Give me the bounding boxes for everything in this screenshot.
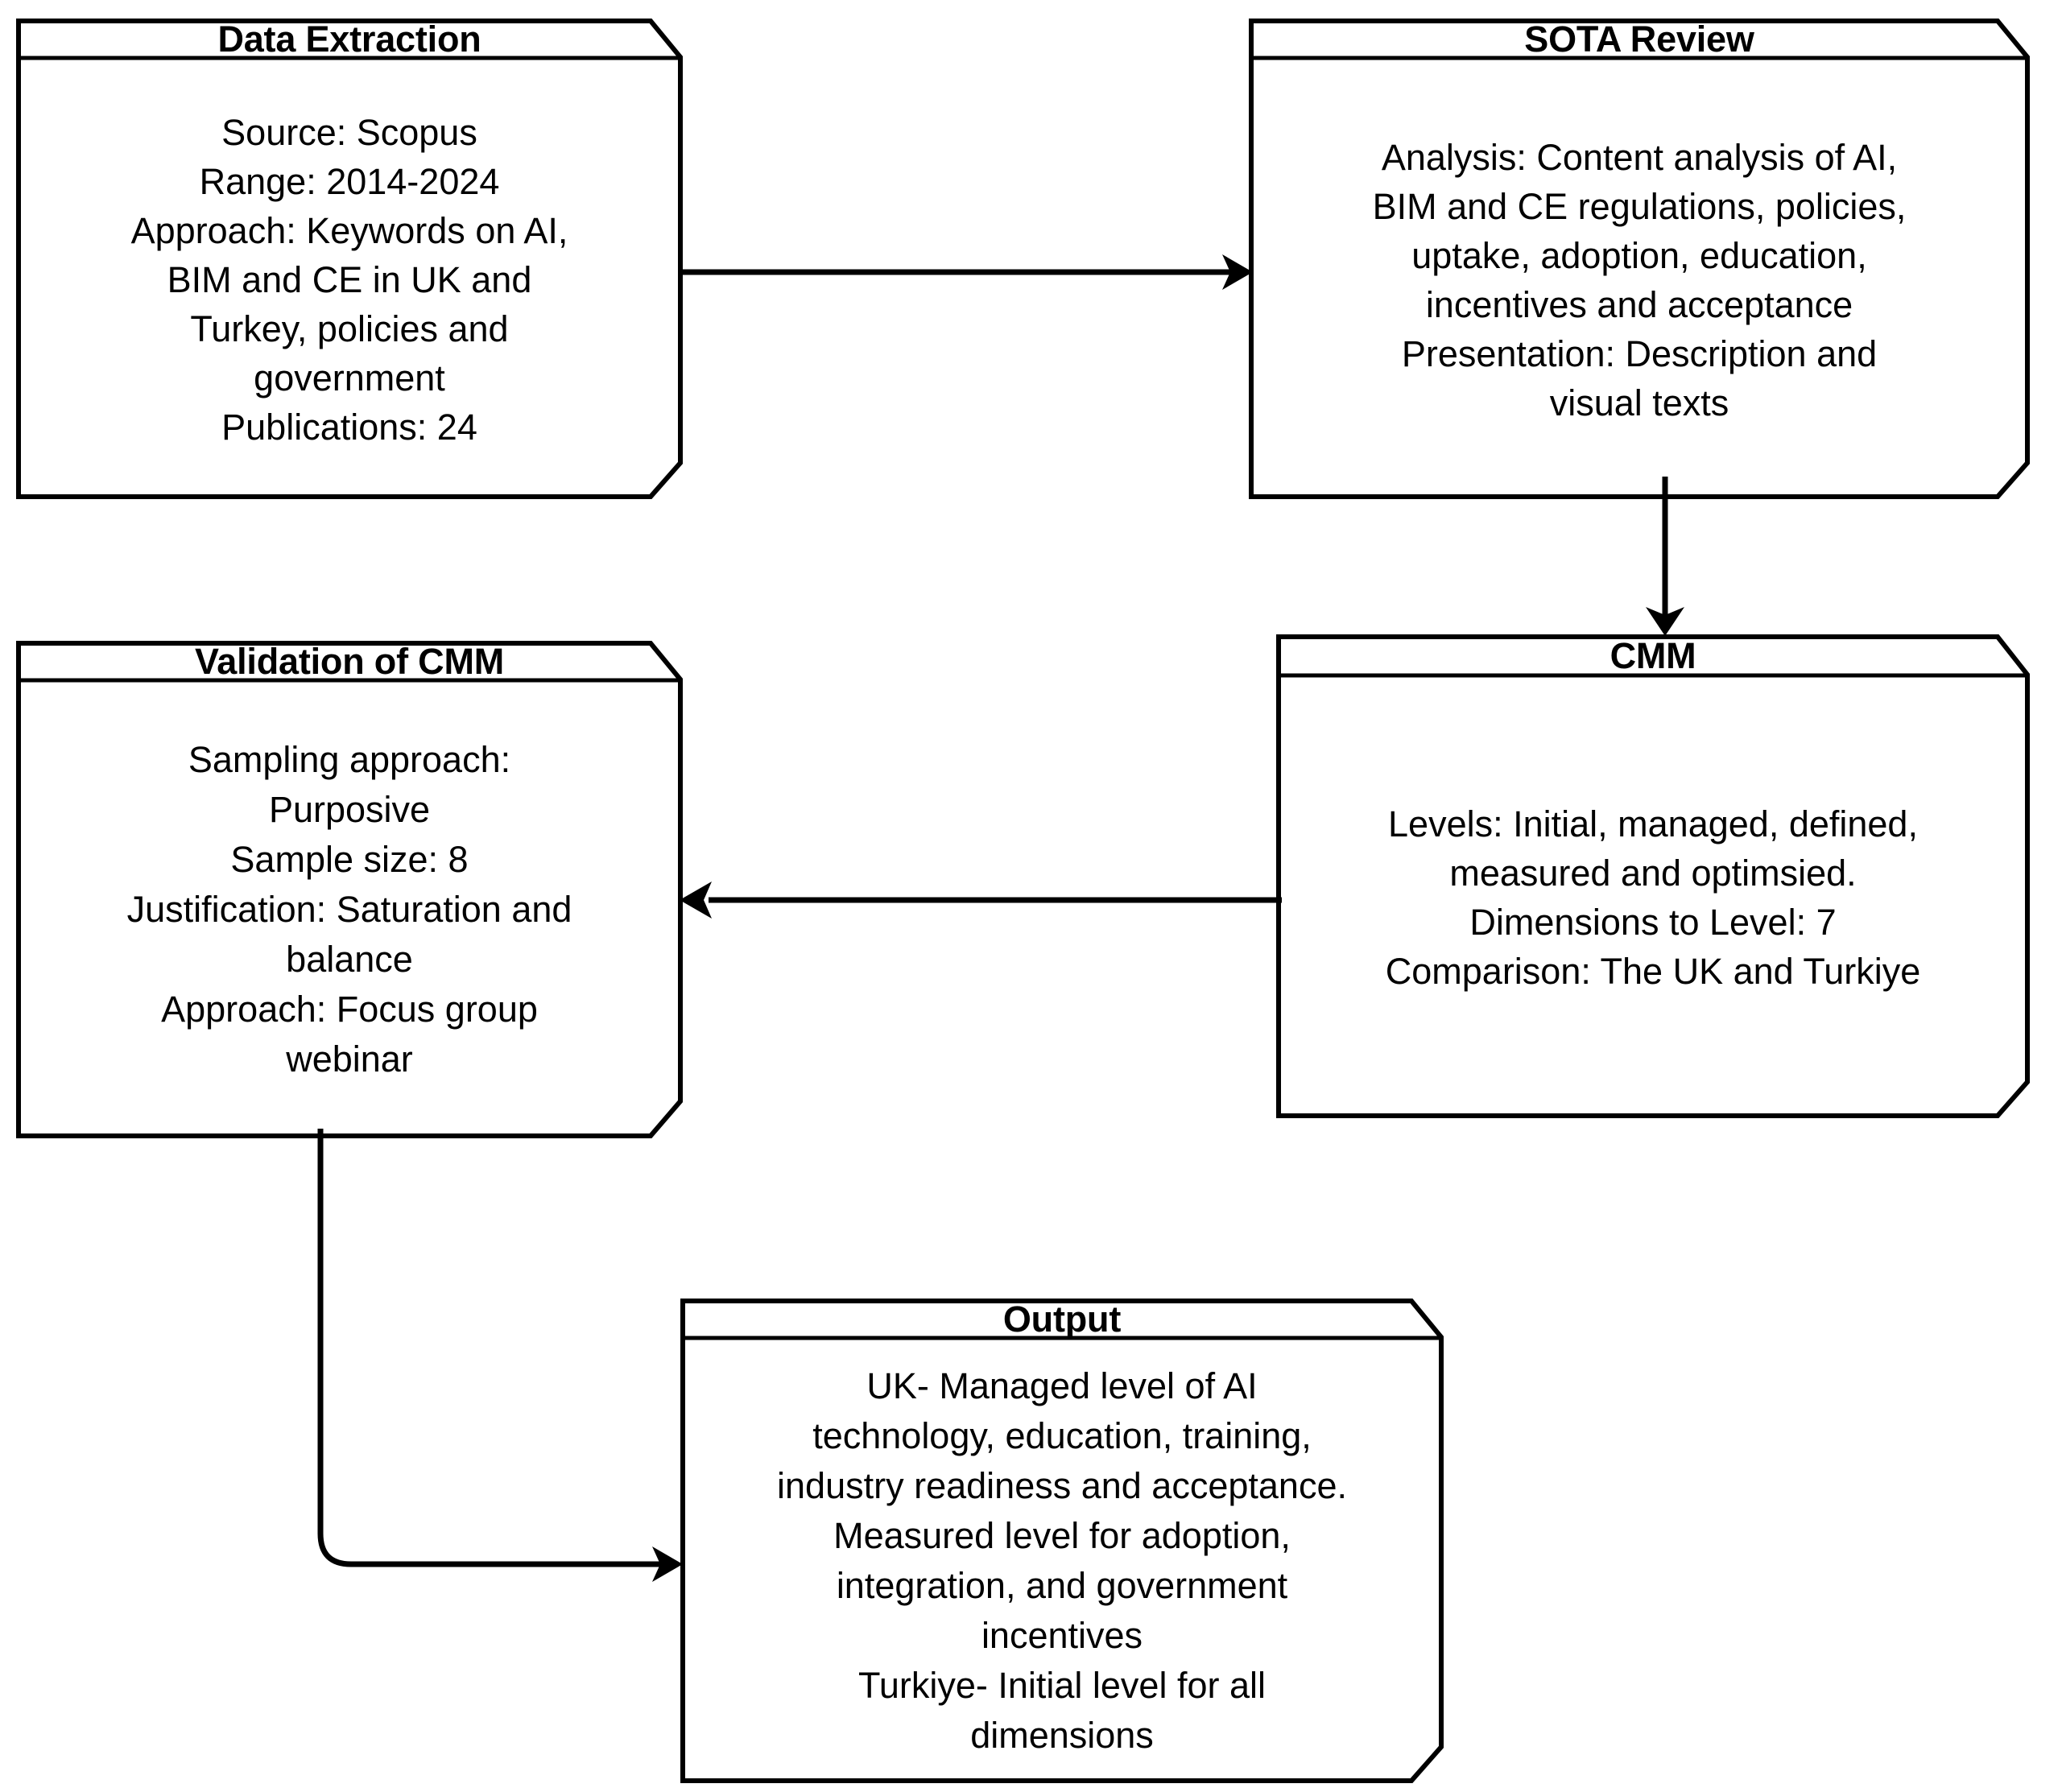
node-validation-of-cmm-shape [16, 641, 683, 1138]
arrowhead-icon [1222, 254, 1253, 290]
connector-sota-to-cmm [1646, 477, 1684, 636]
connector-extraction-to-sota [680, 254, 1253, 290]
arrowhead-icon [680, 882, 712, 919]
connector-cmm-to-validation [680, 882, 1282, 919]
node-cmm[interactable]: CMM Levels: Initial, managed, defined, m… [1276, 634, 2030, 1118]
arrowhead-icon [652, 1546, 683, 1582]
node-cmm-shape [1276, 634, 2030, 1118]
node-validation-of-cmm[interactable]: Validation of CMM Sampling approach: Pur… [16, 641, 683, 1138]
node-data-extraction[interactable]: Data Extraction Source: Scopus Range: 20… [16, 19, 683, 499]
node-output[interactable]: Output UK- Managed level of AI technolog… [680, 1299, 1444, 1783]
node-output-shape [680, 1299, 1444, 1783]
arrowhead-icon [1646, 607, 1684, 636]
connector-validation-to-output [317, 1129, 683, 1582]
node-sota-review[interactable]: SOTA Review Analysis: Content analysis o… [1249, 19, 2030, 499]
node-sota-review-shape [1249, 19, 2030, 499]
node-data-extraction-shape [16, 19, 683, 499]
